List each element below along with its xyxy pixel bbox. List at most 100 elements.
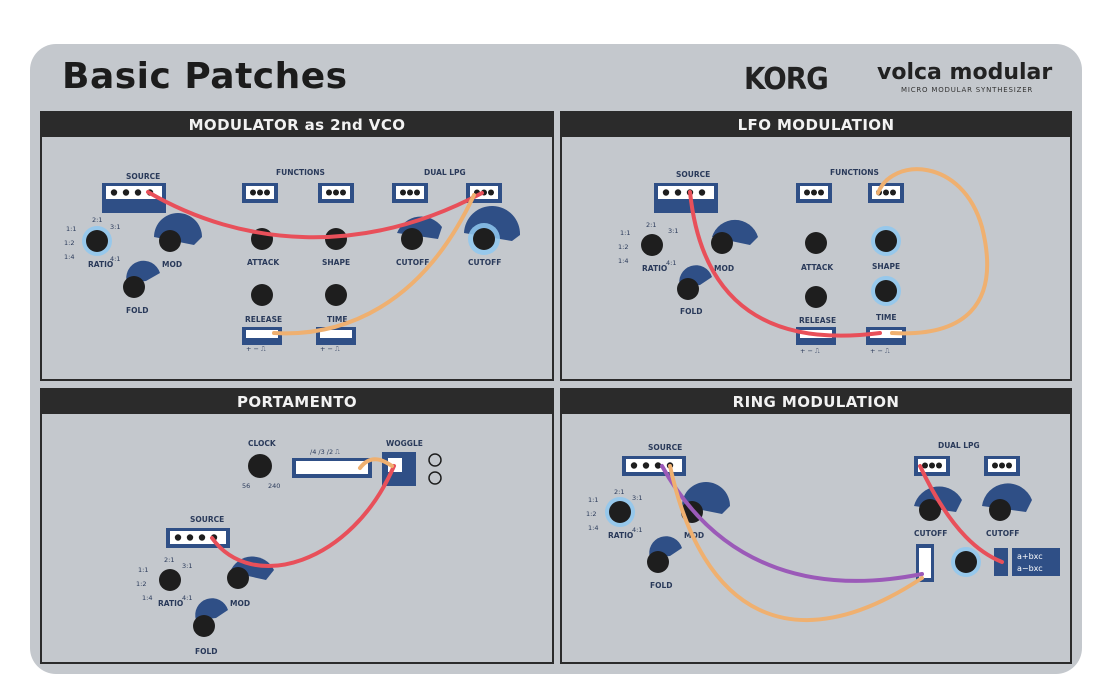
woggle-button-a[interactable] (428, 453, 442, 467)
function-a-jack-dots[interactable] (250, 189, 270, 196)
shape-knob[interactable] (325, 228, 347, 250)
ratio-knob[interactable] (641, 234, 663, 256)
cable-source-to-woggle[interactable] (210, 464, 396, 568)
function-a-jack-dots[interactable] (804, 189, 824, 196)
shape-label: SHAPE (872, 262, 900, 271)
functions-label: FUNCTIONS (830, 168, 879, 177)
panel-title: LFO MODULATION (562, 113, 1070, 137)
ratio-tick-4-1: 4:1 (110, 255, 120, 263)
cable-source-to-function[interactable] (688, 190, 882, 338)
clock-max: 240 (268, 482, 280, 490)
panel-title: RING MODULATION (562, 390, 1070, 414)
ratio-tick-2-1: 2:1 (92, 216, 102, 224)
cutoff-b-knob[interactable] (473, 228, 495, 250)
ratio-tick-1-4: 1:4 (142, 594, 152, 602)
lpg-b-jack-dots[interactable] (992, 462, 1012, 469)
shape-knob[interactable] (875, 230, 897, 252)
time-knob[interactable] (325, 284, 347, 306)
clock-knob[interactable] (248, 454, 272, 478)
ratio-tick-2-1: 2:1 (164, 556, 174, 564)
cutoff-b-knob[interactable] (989, 499, 1011, 521)
time-knob[interactable] (875, 280, 897, 302)
sequencer-frame (296, 461, 368, 474)
cable-source-to-ring-a[interactable] (668, 464, 924, 623)
ratio-tick-1-2: 1:2 (586, 510, 596, 518)
cable-source-to-ring-b[interactable] (660, 464, 924, 583)
cutoff-a-knob[interactable] (919, 499, 941, 521)
ratio-knob[interactable] (86, 230, 108, 252)
source-label: SOURCE (676, 170, 710, 179)
ratio-tick-1-4: 1:4 (64, 253, 74, 261)
woggle-button-b[interactable] (428, 471, 442, 485)
ratio-knob[interactable] (609, 501, 631, 523)
release-knob[interactable] (251, 284, 273, 306)
ring-mod-input-frame (919, 548, 931, 578)
panel-lfo-modulation: LFO MODULATION SOURCE RATIO 2:1 3:1 1:1 … (560, 111, 1072, 381)
ratio-label: RATIO (608, 531, 633, 540)
fold-knob[interactable] (647, 551, 669, 573)
ratio-tick-3-1: 3:1 (668, 227, 678, 235)
mod-knob[interactable] (227, 567, 249, 589)
ratio-tick-3-1: 3:1 (110, 223, 120, 231)
ratio-tick-4-1: 4:1 (182, 594, 192, 602)
mod-knob[interactable] (711, 232, 733, 254)
panel-modulator-2nd-vco: MODULATOR as 2nd VCO SOURCE RATIO 2:1 3:… (40, 111, 554, 381)
patch-diagram: CLOCK 56 240 /4 /3 /2 ⎍ WOGGLE SOURCE RA… (136, 439, 442, 656)
ratio-label: RATIO (642, 264, 667, 273)
source-label: SOURCE (648, 443, 682, 452)
release-label: RELEASE (245, 315, 282, 324)
cutoff-a-label: CUTOFF (396, 258, 429, 267)
fold-knob[interactable] (677, 278, 699, 300)
clock-min: 56 (242, 482, 250, 490)
panel-title: MODULATOR as 2nd VCO (42, 113, 552, 137)
attack-label: ATTACK (801, 263, 834, 272)
ratio-tick-1-2: 1:2 (136, 580, 146, 588)
mod-label: MOD (230, 599, 250, 608)
function-b-output-frame (320, 330, 352, 338)
fold-label: FOLD (680, 307, 703, 316)
patch-diagram: SOURCE RATIO 2:1 3:1 1:1 1:2 1:4 4:1 MOD… (618, 167, 990, 355)
attack-knob[interactable] (805, 232, 827, 254)
time-label: TIME (876, 313, 897, 322)
panel-portamento: PORTAMENTO CLOCK 56 240 /4 /3 /2 ⎍ WOGGL… (40, 388, 554, 664)
release-label: RELEASE (799, 316, 836, 325)
dual-lpg-label: DUAL LPG (424, 168, 466, 177)
mod-knob[interactable] (159, 230, 181, 252)
page-title: Basic Patches (62, 56, 348, 97)
ratio-tick-3-1: 3:1 (182, 562, 192, 570)
cable-source-to-lpg[interactable] (146, 190, 484, 240)
source-label: SOURCE (126, 172, 160, 181)
source-jack-frame (106, 186, 162, 199)
ratio-tick-4-1: 4:1 (632, 526, 642, 534)
source-label: SOURCE (190, 515, 224, 524)
attack-label: ATTACK (247, 258, 280, 267)
release-knob[interactable] (805, 286, 827, 308)
brand-logo: KORG (744, 62, 829, 97)
functions-label: FUNCTIONS (276, 168, 325, 177)
dual-lpg-label: DUAL LPG (938, 441, 980, 450)
lpg-a-jack-dots[interactable] (400, 189, 420, 196)
time-label: TIME (327, 315, 348, 324)
fold-knob[interactable] (123, 276, 145, 298)
cutoff-b-label: CUTOFF (468, 258, 501, 267)
ratio-tick-1-4: 1:4 (588, 524, 598, 532)
ring-level-knob[interactable] (955, 551, 977, 573)
cutoff-a-knob[interactable] (401, 228, 423, 250)
function-b-jack-dots[interactable] (326, 189, 346, 196)
cable-lpg-to-output[interactable] (918, 464, 1004, 564)
ratio-knob[interactable] (159, 569, 181, 591)
fold-label: FOLD (126, 306, 149, 315)
cable-function-to-lpg[interactable] (272, 193, 476, 336)
ratio-label: RATIO (158, 599, 183, 608)
ring-mod-formula-box (1012, 548, 1060, 576)
lpg-a-jack-dots[interactable] (922, 462, 942, 469)
cable-function-loop[interactable] (876, 167, 990, 336)
woggle-label: WOGGLE (386, 439, 423, 448)
fold-knob[interactable] (193, 615, 215, 637)
mod-label: MOD (162, 260, 182, 269)
cable-sequencer-to-woggle[interactable] (358, 457, 394, 470)
product-name: volca modular (877, 60, 1053, 85)
fold-label: FOLD (650, 581, 673, 590)
source-wave-strip (654, 203, 718, 213)
clock-label: CLOCK (248, 439, 277, 448)
